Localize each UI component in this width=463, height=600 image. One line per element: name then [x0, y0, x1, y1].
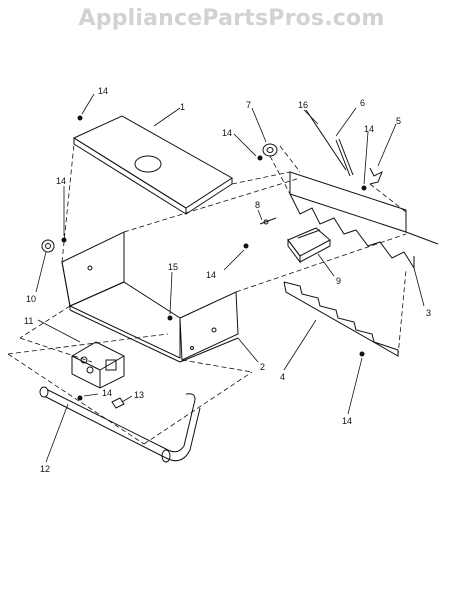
- part-3-rear-bracket: [289, 171, 439, 307]
- part-4-lower-strip: [283, 281, 399, 371]
- callout-14-bottom: 14: [342, 416, 352, 426]
- callout-14-valve: 14: [102, 388, 112, 398]
- part-11-valve: [37, 319, 125, 389]
- callout-16: 16: [298, 100, 308, 110]
- callout-3: 3: [426, 308, 431, 318]
- callout-14-top: 14: [98, 86, 108, 96]
- part-6-rod: [335, 107, 357, 177]
- callout-9: 9: [336, 276, 341, 286]
- callout-12: 12: [40, 464, 50, 474]
- assembly-guide-lines: [7, 143, 407, 445]
- part-5-clip: [369, 123, 397, 185]
- callout-14-left: 14: [56, 176, 66, 186]
- part-12-burner-tube: [39, 386, 201, 463]
- callout-2: 2: [260, 362, 265, 372]
- part-7-knob: [251, 107, 278, 157]
- callout-11: 11: [24, 316, 33, 326]
- callout-1: 1: [180, 102, 185, 112]
- part-13-orifice: [111, 395, 133, 409]
- callout-15: 15: [168, 262, 178, 272]
- callout-8: 8: [255, 200, 260, 210]
- callout-labels: 1 2 3 4 5 6 7 8 9 10 11 12 13 14 14 14 1…: [24, 86, 431, 474]
- watermark: AppliancePartsPros.com: [78, 6, 385, 31]
- callout-13: 13: [134, 390, 144, 400]
- callout-6: 6: [360, 98, 365, 108]
- part-1-top-panel: [72, 107, 233, 215]
- part-14-screws: [61, 93, 369, 415]
- callout-14-bracket: 14: [364, 124, 374, 134]
- part-9-igniter: [287, 227, 335, 277]
- part-10-grommet: [35, 239, 55, 293]
- callout-10: 10: [26, 294, 36, 304]
- callout-5: 5: [396, 116, 401, 126]
- callout-4: 4: [280, 372, 285, 382]
- part-8-pin: [257, 209, 277, 225]
- part-16-rod: [303, 109, 347, 171]
- callout-7: 7: [246, 100, 251, 110]
- part-15-spacer: [167, 271, 173, 321]
- part-2-base-housing: [61, 231, 259, 363]
- callout-14-center: 14: [206, 270, 216, 280]
- callout-14-knob: 14: [222, 128, 232, 138]
